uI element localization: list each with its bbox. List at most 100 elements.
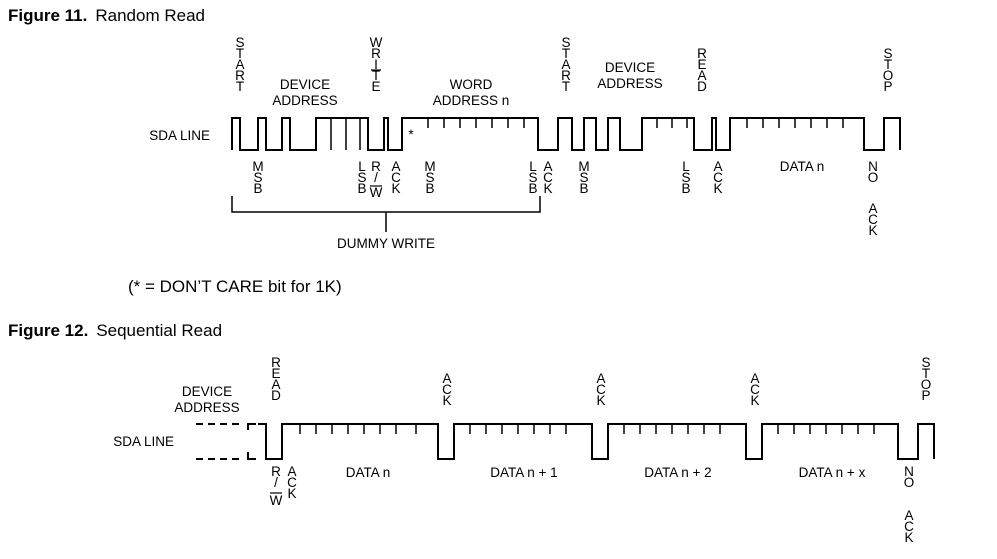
msb-label-char: M xyxy=(252,159,263,174)
device-address-label-2: ADDRESS xyxy=(597,76,662,91)
ack-label-fig12-char: C xyxy=(750,382,760,397)
msb-label: MSB xyxy=(252,159,263,196)
ack-label-2: ACK xyxy=(543,159,553,196)
figure-11-name: Random Read xyxy=(95,6,205,25)
msb-label-char: B xyxy=(253,181,262,196)
read-label-char: D xyxy=(697,79,707,94)
lsb-label-char: B xyxy=(357,181,366,196)
lsb-label-2-char: L xyxy=(529,159,537,174)
dashed-edge xyxy=(247,452,256,460)
sda-line-label: SDA LINE xyxy=(149,128,210,143)
rw-label: R xyxy=(371,159,381,174)
word-address-label: WORD xyxy=(450,77,493,92)
ack-label-fig12-rw-char: K xyxy=(287,486,296,501)
msb-label-3: MSB xyxy=(578,159,589,196)
device-address-label-fig12: ADDRESS xyxy=(174,400,239,415)
rw-label-fig12: / xyxy=(274,475,278,490)
stop-label-char: T xyxy=(884,57,892,72)
start-label-2-char: T xyxy=(562,46,570,61)
ack-label-2-char: C xyxy=(543,170,553,185)
start-label-2-char: A xyxy=(561,57,570,72)
msb-label-3-char: M xyxy=(578,159,589,174)
sda-waveform-fig11 xyxy=(231,117,901,151)
device-address-label: ADDRESS xyxy=(272,93,337,108)
ack-label-char: A xyxy=(391,159,400,174)
ack-label-fig12-char: A xyxy=(596,371,605,386)
no-ack-no-label-char: O xyxy=(868,170,879,185)
data-label-fig12: DATA n xyxy=(346,465,391,480)
lsb-label-3: LSB xyxy=(681,159,690,196)
ack-label-fig12-char: K xyxy=(442,393,451,408)
dashed-edge xyxy=(247,423,256,430)
write-label-char: I xyxy=(374,57,378,72)
no-ack-ack-label-char: A xyxy=(868,201,877,216)
ack-label-fig12: ACK xyxy=(750,371,760,408)
word-address-label: ADDRESS n xyxy=(433,93,510,108)
data-label-fig12: DATA n + 2 xyxy=(644,465,711,480)
figure-12-title: Figure 12. Sequential Read xyxy=(8,321,222,341)
ack-label-fig12-rw: ACK xyxy=(287,464,297,501)
ack-label-fig12-rw-char: C xyxy=(287,475,297,490)
sda-line-label-fig12: SDA LINE xyxy=(113,434,174,449)
ack-label-fig12: ACK xyxy=(596,371,606,408)
read-label-fig12-char: E xyxy=(271,366,280,381)
stop-label-fig12-char: S xyxy=(921,355,930,370)
ack-label-fig12-char: A xyxy=(442,371,451,386)
figure-12-name: Sequential Read xyxy=(96,321,223,340)
start-label-char: S xyxy=(235,35,244,50)
device-address-label-2: DEVICE xyxy=(605,60,655,75)
rw-label: W xyxy=(370,185,383,200)
no-ack-ack-label-char: K xyxy=(868,223,877,238)
no-ack-ack-label-fig12-char: K xyxy=(904,530,913,545)
no-ack-no-label-char: N xyxy=(868,159,878,174)
ack-label-char: C xyxy=(391,170,401,185)
dummy-write-bracket xyxy=(231,196,541,213)
start-label-2-char: S xyxy=(561,35,570,50)
figure-11-number: Figure 11. xyxy=(8,6,88,25)
write-label: WRITE xyxy=(370,35,383,94)
start-label-char: T xyxy=(236,79,244,94)
read-label-fig12-char: A xyxy=(271,377,280,392)
figure-12-number: Figure 12. xyxy=(8,321,89,340)
data-n-label: DATA n xyxy=(780,159,825,174)
no-ack-ack-label-fig12: ACK xyxy=(904,508,914,545)
device-address-label-fig12: DEVICE xyxy=(182,384,232,399)
read-label-char: E xyxy=(697,57,706,72)
stop-label-char: S xyxy=(883,46,892,61)
lsb-label-3-char: L xyxy=(682,159,690,174)
stop-label-char: O xyxy=(883,68,894,83)
write-label-char: W xyxy=(370,35,383,50)
msb-label-2-char: M xyxy=(424,159,435,174)
lsb-label-2-char: B xyxy=(528,181,537,196)
ack-label-3-char: K xyxy=(713,181,722,196)
stop-label-char: P xyxy=(883,79,892,94)
msb-label-2-char: S xyxy=(425,170,434,185)
ack-label-fig12-char: A xyxy=(750,371,759,386)
stop-label-fig12-char: T xyxy=(922,366,930,381)
waveforms xyxy=(196,117,935,460)
read-label-fig12-char: R xyxy=(271,355,281,370)
msb-label-char: S xyxy=(253,170,262,185)
data-label-fig12: DATA n + 1 xyxy=(490,465,557,480)
start-label-2-char: T xyxy=(562,79,570,94)
start-label-char: T xyxy=(236,46,244,61)
msb-label-3-char: B xyxy=(579,181,588,196)
ack-label-fig12-char: C xyxy=(442,382,452,397)
lsb-label-3-char: S xyxy=(681,170,690,185)
no-ack-ack-label-fig12-char: C xyxy=(904,519,914,534)
read-label-fig12-char: D xyxy=(271,388,281,403)
lsb-label-char: L xyxy=(358,159,366,174)
ack-label-fig12-rw-char: A xyxy=(287,464,296,479)
read-label-char: R xyxy=(697,46,707,61)
dummy-write-label: DUMMY WRITE xyxy=(337,236,435,251)
lsb-label-2: LSB xyxy=(528,159,537,196)
no-ack-ack-label-char: C xyxy=(868,212,878,227)
lsb-label-char: S xyxy=(357,170,366,185)
